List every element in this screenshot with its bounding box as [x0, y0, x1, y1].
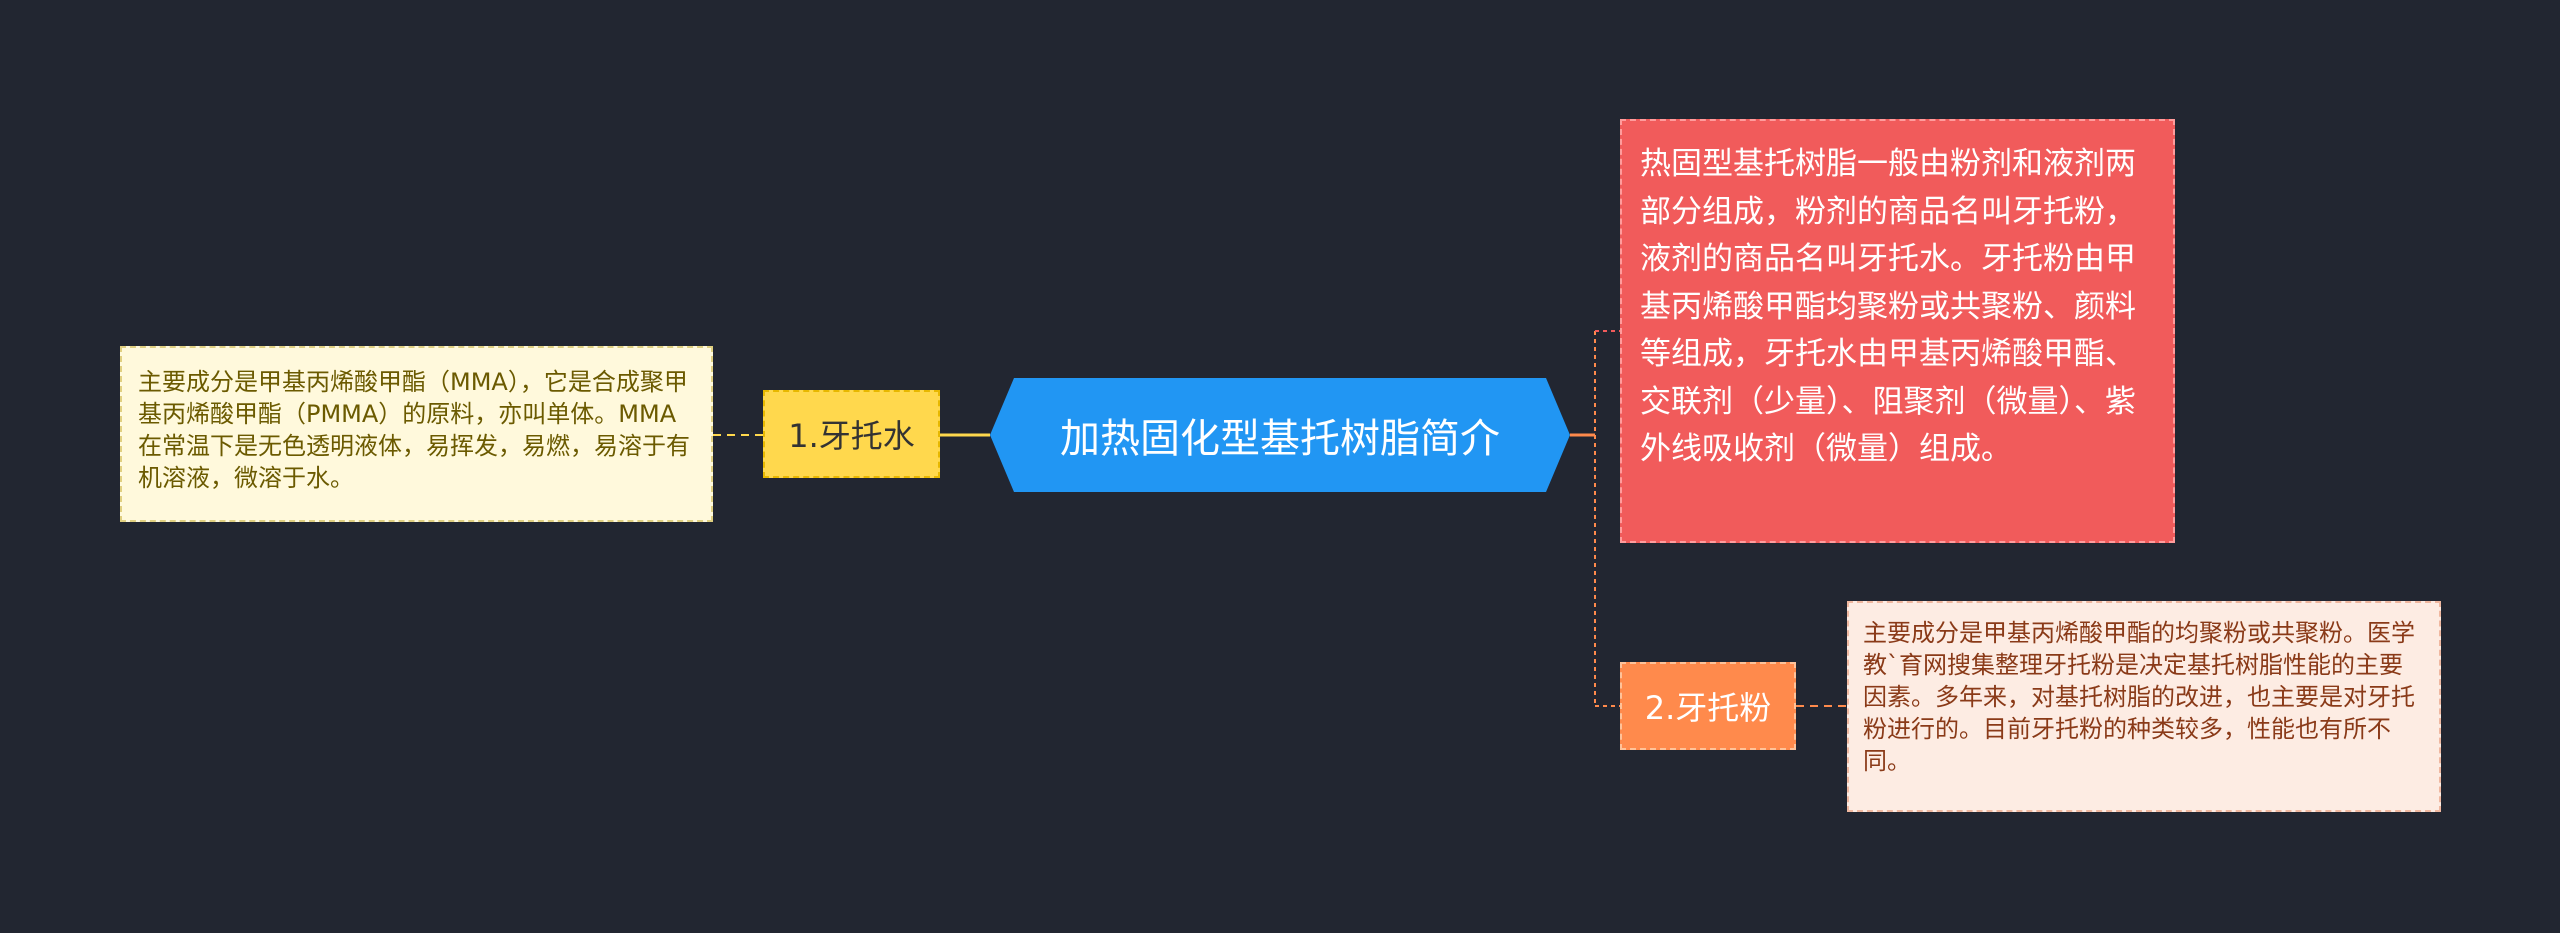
right-branch-note-text: 主要成分是甲基丙烯酸甲酯的均聚粉或共聚粉。医学教`育网搜集整理牙托粉是决定基托树…: [1863, 619, 2415, 775]
right-summary-note-text: 热固型基托树脂一般由粉剂和液剂两部分组成，粉剂的商品名叫牙托粉，液剂的商品名叫牙…: [1640, 146, 2136, 467]
right-branch-note: 主要成分是甲基丙烯酸甲酯的均聚粉或共聚粉。医学教`育网搜集整理牙托粉是决定基托树…: [1847, 601, 2441, 812]
left-branch-note: 主要成分是甲基丙烯酸甲酯（MMA），它是合成聚甲基丙烯酸甲酯（PMMA）的原料，…: [120, 346, 713, 522]
right-branch-node[interactable]: 2.牙托粉: [1620, 662, 1796, 750]
left-branch-node[interactable]: 1.牙托水: [763, 390, 940, 478]
right-branch-label: 2.牙托粉: [1644, 689, 1772, 727]
left-branch-label: 1.牙托水: [788, 417, 915, 455]
central-topic-node[interactable]: 加热固化型基托树脂简介: [990, 378, 1570, 492]
central-topic-label: 加热固化型基托树脂简介: [1060, 416, 1500, 462]
right-summary-note: 热固型基托树脂一般由粉剂和液剂两部分组成，粉剂的商品名叫牙托粉，液剂的商品名叫牙…: [1620, 119, 2175, 543]
left-branch-note-text: 主要成分是甲基丙烯酸甲酯（MMA），它是合成聚甲基丙烯酸甲酯（PMMA）的原料，…: [138, 368, 690, 492]
